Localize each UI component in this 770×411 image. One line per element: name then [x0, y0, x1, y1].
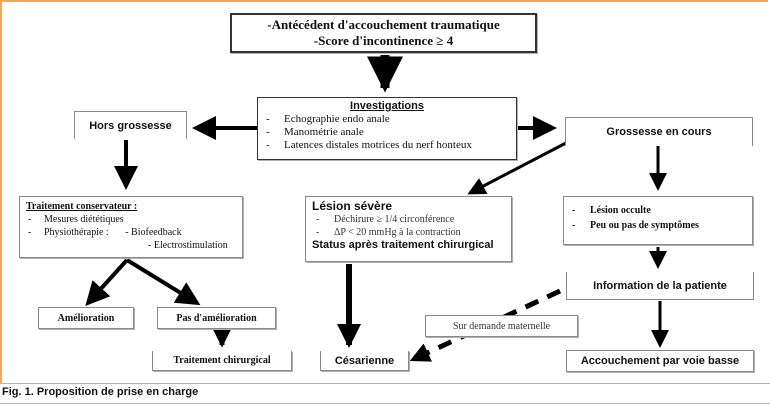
lesion-severe-list: Déchirure ≥ 1/4 circonférence ΔP < 20 mm… — [312, 213, 505, 239]
voie-basse-node: Accouchement par voie basse — [566, 350, 754, 372]
lesion-severe-item: Déchirure ≥ 1/4 circonférence — [312, 213, 505, 226]
caption-divider-bottom — [0, 403, 770, 404]
lesion-severe-footer: Status après traitement chirurgical — [312, 239, 494, 251]
lesion-occulte-item: Lésion occulte — [568, 203, 748, 218]
investigations-item: Latences distales motrices du nerf honte… — [262, 139, 512, 152]
traitement-item: - Mesures diététiques — [28, 214, 124, 225]
figure-caption: Fig. 1. Proposition de prise en charge — [2, 386, 199, 398]
traitement-item-electro: - Electrostimulation — [148, 240, 228, 251]
arrow-traitement-to-amelioration — [85, 258, 129, 306]
lesion-severe-item: ΔP < 20 mmHg à la contraction — [312, 226, 505, 239]
investigations-item: Echographie endo anale — [262, 113, 512, 126]
start-line-1: -Antécédent d'accouchement traumatique — [267, 17, 500, 32]
lesion-occulte-list: Lésion occulte Peu ou pas de symptômes — [568, 203, 748, 233]
cesarienne-label: Césarienne — [334, 354, 395, 367]
traitement-chirurgical-label: Traitement chirurgical — [173, 355, 271, 366]
sur-demande-label: Sur demande maternelle — [452, 320, 551, 332]
amelioration-node: Amélioration — [38, 307, 134, 329]
information-patiente-label: Information de la patiente — [593, 279, 727, 292]
figure-frame — [0, 0, 768, 383]
pas-amelioration-node: Pas d'amélioration — [157, 307, 276, 329]
investigations-item: Manométrie anale — [262, 126, 512, 139]
caption-divider-top — [0, 383, 770, 384]
traitement-chirurgical-node: Traitement chirurgical — [152, 351, 292, 371]
traitement-item-biofeedback: - Biofeedback — [125, 227, 182, 238]
grossesse-en-cours-label: Grossesse en cours — [606, 126, 712, 138]
traitement-item-physio: Physiothérapie : — [44, 227, 109, 238]
amelioration-label: Amélioration — [57, 312, 115, 324]
start-line-2: -Score d'incontinence ≥ 4 — [313, 33, 454, 48]
arrow-grossesse-to-lesion-severe — [467, 141, 567, 195]
hors-grossesse-node: Hors grossesse — [74, 111, 187, 139]
pas-amelioration-label: Pas d'amélioration — [176, 312, 257, 324]
information-patiente-node: Information de la patiente — [566, 272, 754, 300]
traitement-item-mesures: Mesures diététiques — [44, 214, 124, 225]
traitement-conservateur-node: Traitement conservateur : - Mesures diét… — [19, 196, 243, 258]
lesion-severe-title: Lésion sévère — [312, 199, 393, 213]
lesion-severe-node: Lésion sévère Déchirure ≥ 1/4 circonfére… — [305, 196, 512, 262]
investigations-title: Investigations — [350, 100, 424, 112]
sur-demande-node: Sur demande maternelle — [425, 315, 578, 337]
traitement-conservateur-title: Traitement conservateur : — [26, 201, 138, 212]
traitement-item: - Physiothérapie : - Biofeedback — [28, 227, 182, 238]
cesarienne-node: Césarienne — [320, 351, 409, 371]
voie-basse-label: Accouchement par voie basse — [580, 355, 740, 367]
start-node: -Antécédent d'accouchement traumatique -… — [230, 13, 537, 53]
investigations-node: Investigations Echographie endo anale Ma… — [257, 97, 517, 160]
lesion-occulte-node: Lésion occulte Peu ou pas de symptômes — [563, 196, 753, 245]
investigations-list: Echographie endo anale Manométrie anale … — [262, 113, 512, 152]
grossesse-en-cours-node: Grossesse en cours — [565, 117, 753, 146]
hors-grossesse-label: Hors grossesse — [89, 119, 172, 132]
arrow-traitement-to-pas-amelioration — [125, 258, 201, 306]
lesion-occulte-item: Peu ou pas de symptômes — [568, 218, 748, 233]
